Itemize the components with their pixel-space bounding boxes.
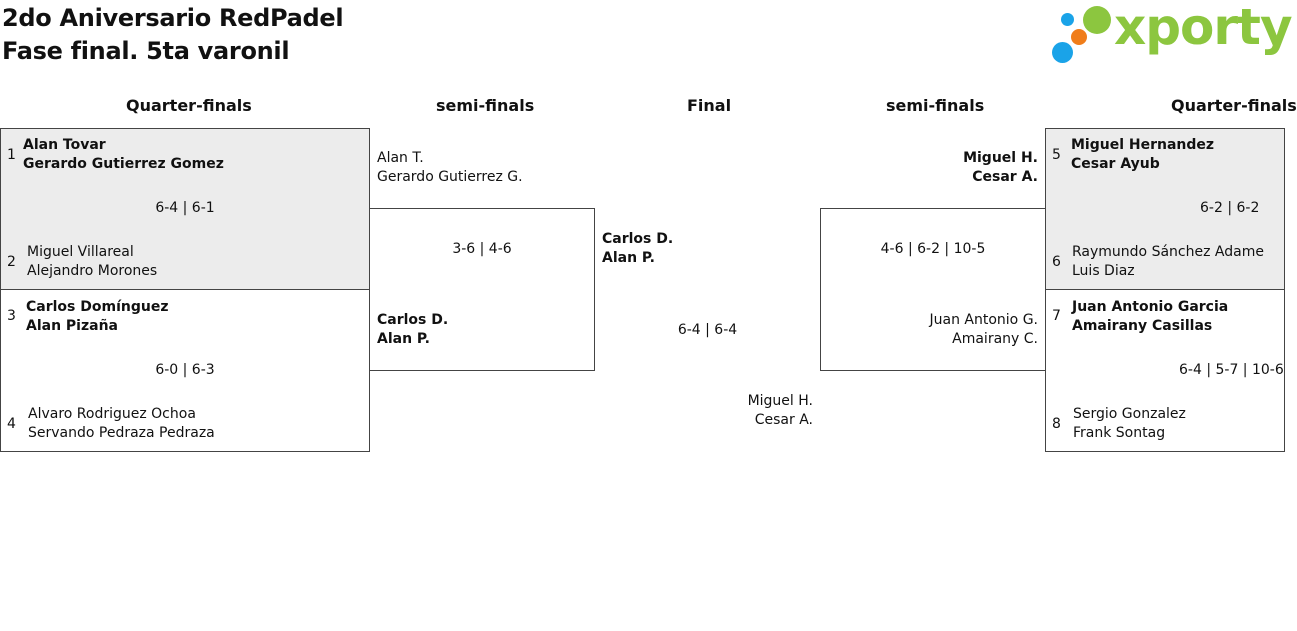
- team-loser[interactable]: Raymundo Sánchez Adame Luis Diaz: [1072, 243, 1264, 281]
- team-loser[interactable]: Miguel Villareal Alejandro Morones: [27, 243, 157, 281]
- player-name: Alan Tovar: [23, 137, 106, 153]
- tournament-name: 2do Aniversario RedPadel: [2, 4, 344, 32]
- seed-number: 3: [7, 308, 16, 324]
- team-loser[interactable]: Miguel H. Cesar A.: [748, 392, 813, 430]
- player-name: Miguel Villareal: [27, 244, 134, 260]
- xporty-logo[interactable]: xporty: [1052, 0, 1293, 66]
- seed-number: 8: [1052, 416, 1061, 432]
- player-name: Alan P.: [602, 250, 655, 266]
- team-winner[interactable]: Carlos D. Alan P.: [377, 311, 448, 349]
- round-header-left-semi-finals: semi-finals: [436, 96, 535, 115]
- team-winner[interactable]: Juan Antonio Garcia Amairany Casillas: [1072, 298, 1228, 336]
- match-quarter-final-1[interactable]: [0, 128, 370, 290]
- player-name: Luis Diaz: [1072, 263, 1135, 279]
- team-winner[interactable]: Miguel Hernandez Cesar Ayub: [1071, 136, 1214, 174]
- player-name: Amairany Casillas: [1072, 318, 1213, 334]
- round-header-final: Final: [687, 96, 732, 115]
- player-name: Gerardo Gutierrez Gomez: [23, 156, 224, 172]
- player-name: Carlos Domínguez: [26, 299, 169, 315]
- seed-number: 2: [7, 254, 16, 270]
- match-score: 6-4 | 6-1: [155, 200, 215, 216]
- player-name: Juan Antonio G.: [929, 312, 1039, 328]
- player-name: Cesar A.: [972, 169, 1038, 185]
- player-name: Cesar Ayub: [1071, 156, 1160, 172]
- team-winner[interactable]: Carlos Domínguez Alan Pizaña: [26, 298, 168, 336]
- player-name: Cesar A.: [754, 412, 813, 428]
- player-name: Miguel H.: [747, 393, 813, 409]
- round-header-right-semi-finals: semi-finals: [886, 96, 985, 115]
- round-header-right-quarter-finals: Quarter-finals: [1171, 96, 1297, 115]
- team-loser[interactable]: Juan Antonio G. Amairany C.: [930, 311, 1039, 349]
- player-name: Miguel H.: [963, 150, 1038, 166]
- match-score: 6-0 | 6-3: [155, 362, 215, 378]
- match-semi-final-1[interactable]: [369, 208, 595, 371]
- team-winner[interactable]: Miguel H. Cesar A.: [963, 149, 1038, 187]
- logo-wordmark: xporty: [1114, 0, 1293, 56]
- seed-number: 5: [1052, 147, 1061, 163]
- match-quarter-final-3[interactable]: [1045, 128, 1285, 290]
- match-semi-final-2[interactable]: [820, 208, 1046, 371]
- seed-number: 6: [1052, 254, 1061, 270]
- player-name: Alejandro Morones: [27, 263, 158, 279]
- team-winner[interactable]: Carlos D. Alan P.: [602, 230, 673, 268]
- team-loser[interactable]: Sergio Gonzalez Frank Sontag: [1073, 405, 1186, 443]
- player-name: Miguel Hernandez: [1071, 137, 1215, 153]
- player-name: Alan T.: [377, 150, 424, 166]
- page-title: 2do Aniversario RedPadel Fase final. 5ta…: [2, 2, 344, 68]
- player-name: Alan Pizaña: [26, 318, 118, 334]
- player-name: Sergio Gonzalez: [1073, 406, 1186, 422]
- match-quarter-final-4[interactable]: [1045, 289, 1285, 452]
- player-name: Juan Antonio Garcia: [1072, 299, 1229, 315]
- player-name: Raymundo Sánchez Adame: [1072, 244, 1264, 260]
- team-winner[interactable]: Alan Tovar Gerardo Gutierrez Gomez: [23, 136, 224, 174]
- player-name: Alan P.: [377, 331, 430, 347]
- phase-name: Fase final. 5ta varonil: [2, 37, 290, 65]
- seed-number: 7: [1052, 308, 1061, 324]
- match-score: 6-4 | 5-7 | 10-6: [1179, 362, 1284, 378]
- seed-number: 1: [7, 147, 16, 163]
- player-name: Carlos D.: [377, 312, 449, 328]
- player-name: Gerardo Gutierrez G.: [377, 169, 523, 185]
- match-score: 4-6 | 6-2 | 10-5: [880, 241, 986, 257]
- player-name: Alvaro Rodriguez Ochoa: [28, 406, 196, 422]
- team-loser[interactable]: Alvaro Rodriguez Ochoa Servando Pedraza …: [28, 405, 215, 443]
- player-name: Servando Pedraza Pedraza: [28, 425, 215, 441]
- match-score: 6-2 | 6-2: [1200, 200, 1260, 216]
- team-loser[interactable]: Alan T. Gerardo Gutierrez G.: [377, 149, 523, 187]
- player-name: Frank Sontag: [1073, 425, 1166, 441]
- player-name: Amairany C.: [952, 331, 1038, 347]
- seed-number: 4: [7, 416, 16, 432]
- final-score: 6-4 | 6-4: [677, 322, 738, 338]
- round-header-left-quarter-finals: Quarter-finals: [126, 96, 252, 115]
- player-name: Carlos D.: [602, 231, 674, 247]
- match-score: 3-6 | 4-6: [452, 241, 512, 257]
